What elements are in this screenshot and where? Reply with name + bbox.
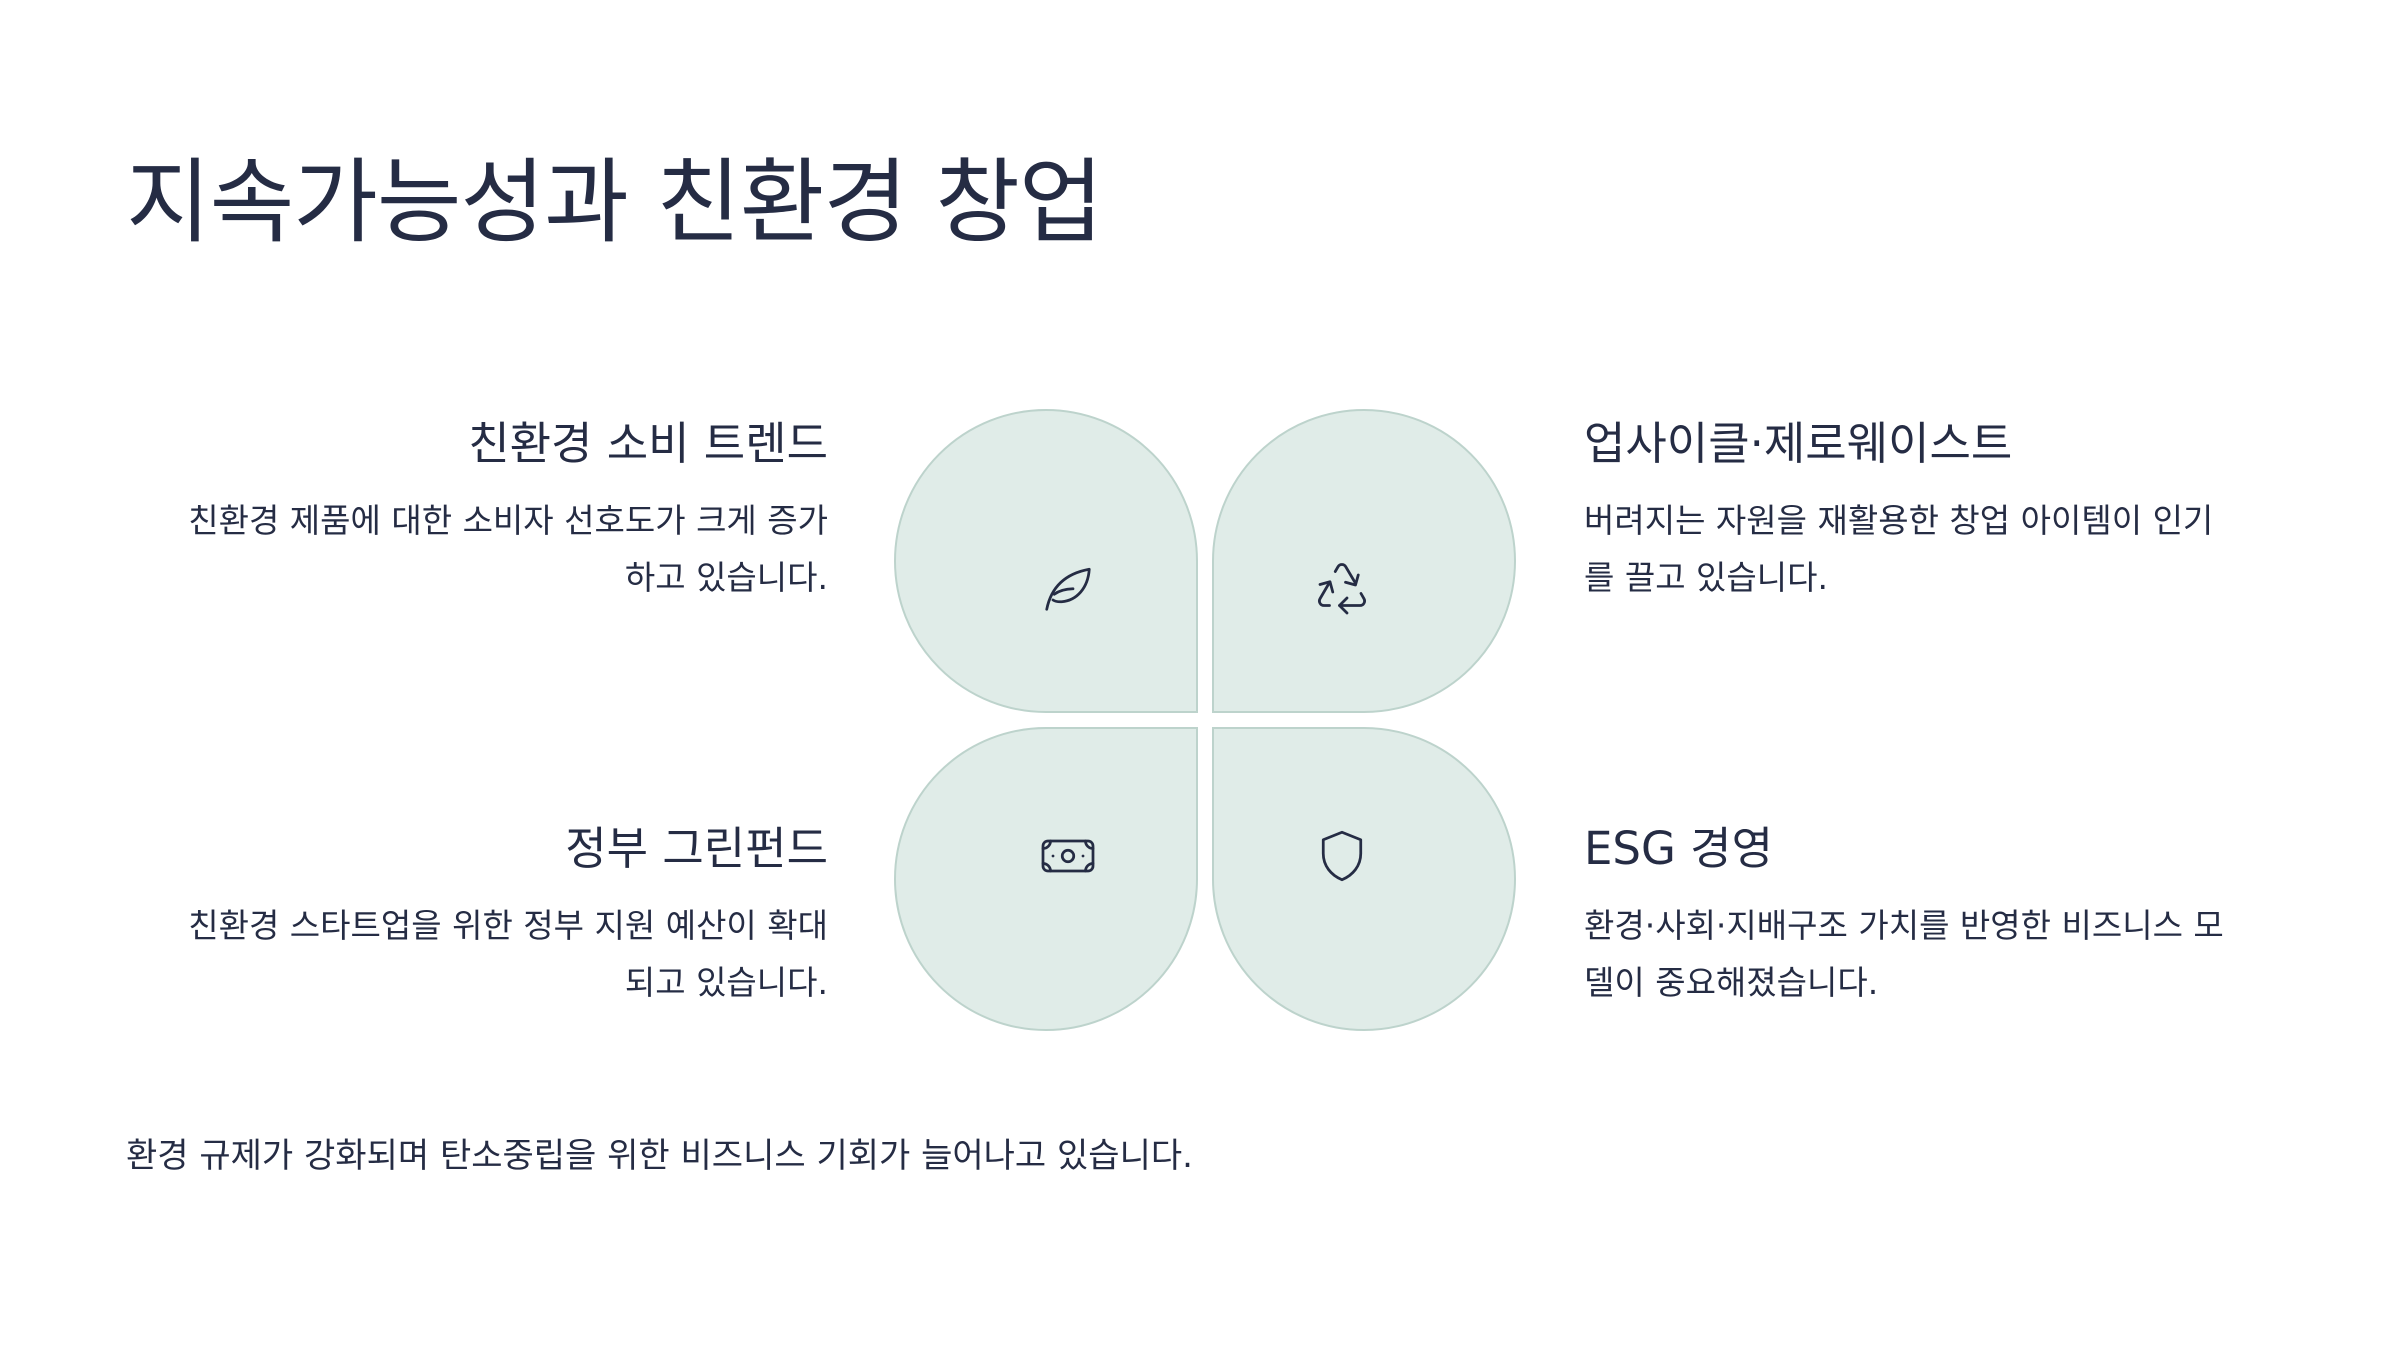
- footer-note: 환경 규제가 강화되며 탄소중립을 위한 비즈니스 기회가 늘어나고 있습니다.: [126, 1136, 1193, 1176]
- petal-top-right: [1212, 409, 1516, 713]
- item-heading: 친환경 소비 트렌드: [468, 417, 828, 470]
- item-desc-line: 를 끌고 있습니다.: [1584, 557, 1828, 597]
- item-heading: 정부 그린펀드: [565, 822, 828, 875]
- petal-bottom-right: [1212, 727, 1516, 1031]
- item-heading: 업사이클·제로웨이스트: [1584, 417, 2013, 470]
- item-desc-line: 친환경 스타트업을 위한 정부 지원 예산이 확대: [188, 905, 828, 945]
- petal-top-left: [894, 409, 1198, 713]
- recycle-icon: [1318, 563, 1366, 615]
- shield-icon: [1321, 830, 1363, 882]
- item-desc-line: 친환경 제품에 대한 소비자 선호도가 크게 증가: [188, 500, 828, 540]
- page-title: 지속가능성과 친환경 창업: [126, 149, 1104, 256]
- item-desc-line: 되고 있습니다.: [624, 962, 828, 1002]
- item-desc-line: 하고 있습니다.: [624, 557, 828, 597]
- clover-diagram: [890, 405, 1530, 1045]
- item-desc-line: 환경·사회·지배구조 가치를 반영한 비즈니스 모: [1584, 905, 2224, 945]
- item-heading: ESG 경영: [1584, 822, 1773, 875]
- banknote-icon: [1041, 839, 1095, 873]
- item-desc-line: 델이 중요해졌습니다.: [1584, 962, 1879, 1002]
- petal-bottom-left: [894, 727, 1198, 1031]
- leaf-icon: [1045, 567, 1091, 611]
- item-desc-line: 버려지는 자원을 재활용한 창업 아이템이 인기: [1584, 500, 2214, 540]
